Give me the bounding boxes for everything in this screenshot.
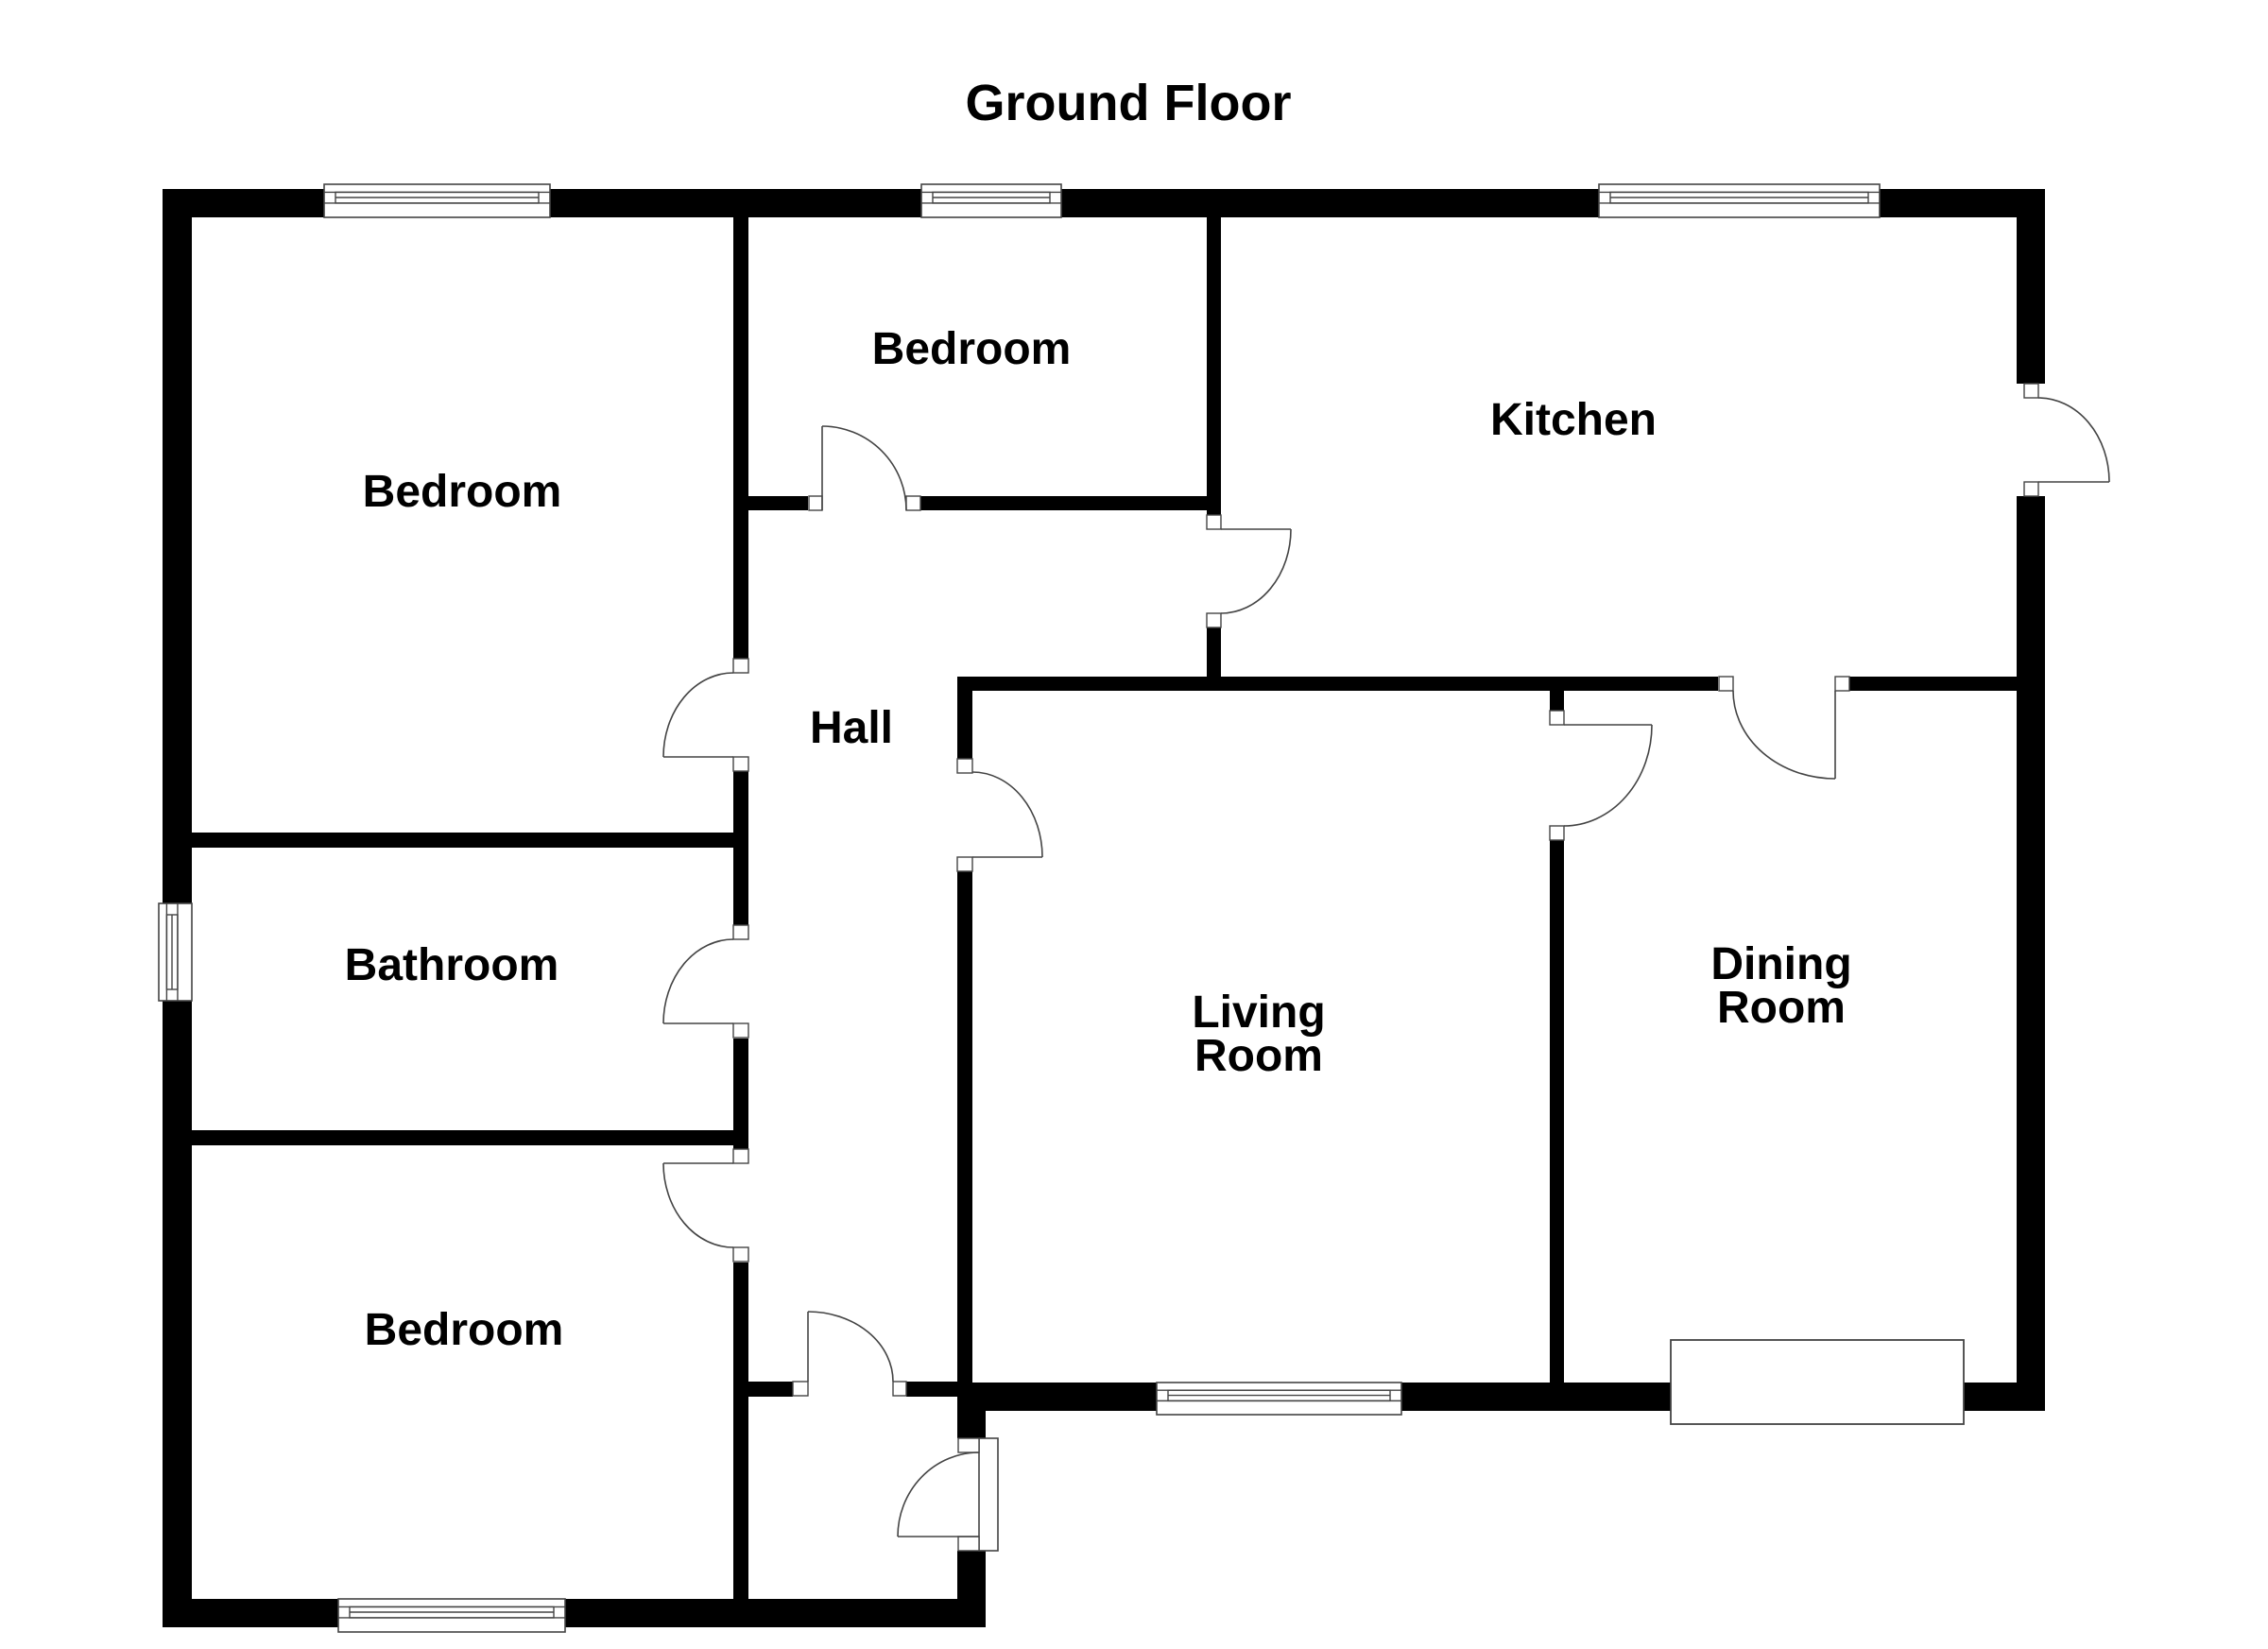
window-frame	[1156, 1382, 1402, 1416]
door-frame-post	[956, 856, 973, 872]
wall-opening	[808, 495, 920, 511]
window	[337, 1598, 566, 1633]
room-label-living-line-1: Living	[1192, 988, 1325, 1038]
hall-kitchen-door	[1220, 528, 1292, 614]
patio-door-bay	[1670, 1339, 1965, 1425]
kitchen-dining-door	[1732, 690, 1836, 780]
hall-living-door	[971, 771, 1043, 858]
bedroom-3-door	[662, 1162, 734, 1248]
door-swing-arc	[1563, 724, 1653, 827]
room-label-kitchen: Kitchen	[1490, 395, 1657, 445]
wall-opening	[1718, 676, 1849, 692]
door-frame-post	[957, 1536, 980, 1552]
door-swing-arc	[662, 1162, 734, 1248]
door-frame-post	[957, 1437, 980, 1453]
bedroom-2-door	[821, 425, 907, 511]
living-dining-door	[1563, 724, 1653, 827]
window-frame	[920, 183, 1062, 218]
door-frame-post	[732, 924, 749, 940]
door-swing-arc	[1220, 528, 1292, 614]
room-label-hall: Hall	[810, 703, 893, 753]
room-label-bedroom-3: Bedroom	[365, 1305, 564, 1355]
door-frame-post	[1834, 676, 1850, 692]
door-swing-arc	[662, 672, 734, 758]
door-frame-post	[2023, 383, 2039, 399]
window-frame	[323, 183, 551, 218]
door-frame-post	[792, 1381, 809, 1397]
wall	[733, 217, 748, 1599]
wall-opening	[732, 1149, 749, 1263]
wall-opening	[1206, 515, 1222, 627]
room-label-dining-line-2: Room	[1717, 983, 1846, 1033]
door-frame-post	[1206, 514, 1222, 530]
bedroom-1-door	[662, 672, 734, 758]
door-frame-post	[732, 1022, 749, 1039]
front-door	[897, 1451, 980, 1537]
door-frame-post	[1206, 612, 1222, 628]
wall-opening	[2016, 384, 2046, 496]
door-swing-arc	[971, 771, 1043, 858]
door-frame-post	[808, 495, 823, 511]
wall	[163, 1599, 986, 1627]
room-label-bedroom-1: Bedroom	[363, 467, 562, 517]
wall	[972, 677, 2017, 691]
door-frame-post	[956, 758, 973, 774]
door-swing-arc	[807, 1311, 894, 1383]
page-title: Ground Floor	[966, 75, 1292, 131]
lobby-door	[807, 1311, 894, 1383]
doors	[662, 397, 2110, 1537]
door-swing-arc	[897, 1451, 980, 1537]
front-door-threshold	[978, 1437, 999, 1552]
door-frame-post	[1549, 710, 1565, 726]
door-frame-post	[732, 658, 749, 674]
patio-door-bay	[978, 1339, 1965, 1552]
window	[1598, 183, 1881, 218]
door-frame-post	[732, 1148, 749, 1164]
window	[323, 183, 551, 218]
wall-opening	[732, 925, 749, 1039]
wall-opening	[1549, 711, 1565, 840]
door-swing-arc	[2037, 397, 2110, 483]
wall	[1550, 677, 1564, 1383]
window	[920, 183, 1062, 218]
door-frame-posts	[732, 383, 2039, 1552]
wall	[2017, 189, 2045, 1411]
door-frame-post	[2023, 481, 2039, 497]
kitchen-external-door	[2037, 397, 2110, 483]
wall	[192, 1130, 733, 1145]
room-label-bedroom-2: Bedroom	[872, 324, 1072, 374]
window	[158, 902, 193, 1002]
room-label-bathroom: Bathroom	[345, 940, 559, 990]
wall-opening	[732, 659, 749, 771]
window-frame	[337, 1598, 566, 1633]
door-frame-post	[1549, 825, 1565, 841]
window-frame	[158, 902, 193, 1002]
door-frame-post	[732, 756, 749, 772]
wall	[192, 833, 733, 848]
wall-opening	[793, 1381, 906, 1398]
room-label-living-line-2: Room	[1194, 1031, 1323, 1081]
room-label-dining-line-1: Dining	[1710, 939, 1851, 989]
window-frame	[1598, 183, 1881, 218]
windows	[158, 183, 1881, 1633]
window	[1156, 1382, 1402, 1416]
door-swing-arc	[662, 938, 734, 1024]
door-frame-post	[905, 495, 921, 511]
bathroom-door	[662, 938, 734, 1024]
door-frame-post	[1718, 676, 1734, 692]
door-frame-post	[732, 1246, 749, 1263]
door-frame-post	[892, 1381, 907, 1397]
door-swing-arc	[821, 425, 907, 511]
door-swing-arc	[1732, 690, 1836, 780]
wall-opening	[956, 759, 973, 871]
